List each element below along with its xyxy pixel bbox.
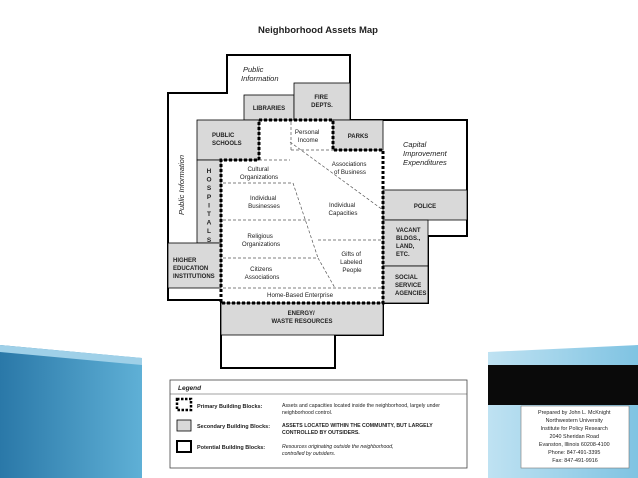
police-block	[382, 189, 468, 221]
cultural-organizations-label: Cultural Organizations	[240, 166, 278, 181]
libraries-block	[243, 94, 295, 121]
hospitals-letter: O	[206, 177, 211, 184]
individual-businesses-label: Individual Businesses	[248, 195, 280, 210]
energy-label: ENERGY/ WASTE RESOURCES	[271, 311, 332, 325]
public-information-top-label: Public Information	[241, 65, 279, 83]
police-label: POLICE	[414, 204, 436, 210]
legend-secondary-label: Secondary Building Blocks:	[197, 424, 270, 430]
diagram-title: Neighborhood Assets Map	[258, 25, 378, 36]
vacant-label: VACANT BLDGS., LAND, ETC.	[396, 228, 422, 258]
hospitals-letter: S	[207, 237, 212, 244]
public-schools-block	[196, 119, 260, 161]
hospitals-letter: S	[207, 185, 212, 192]
home-based-enterprise-label: Home-Based Enterprise	[267, 292, 334, 299]
gifts-labeled-people-label: Gifts of Labeled People	[340, 251, 364, 274]
primary-boundary	[219, 118, 385, 305]
legend-potential-swatch	[176, 440, 192, 453]
religious-organizations-label: Religious Organizations	[242, 233, 280, 248]
hospitals-letter: T	[207, 211, 211, 218]
parks-block	[332, 119, 384, 151]
legend-secondary-desc: ASSETS LOCATED WITHIN THE COMMUNITY, BUT…	[282, 423, 434, 436]
capital-improvement-label: Capital Improvement Expenditures	[403, 140, 449, 167]
fire-depts-block	[293, 82, 351, 121]
legend-secondary-swatch	[176, 419, 192, 432]
higher-education-label: HIGHER EDUCATION INSTITUTIONS	[173, 258, 215, 280]
parks-label: PARKS	[348, 134, 369, 140]
public-information-side-label: Public Information	[177, 155, 186, 215]
legend: Legend Primary Building Blocks: Assets a…	[169, 379, 468, 469]
public-schools-label: PUBLIC SCHOOLS	[212, 133, 242, 147]
legend-title: Legend	[178, 385, 202, 392]
vacant-block	[382, 219, 429, 267]
libraries-label: LIBRARIES	[253, 106, 285, 112]
legend-potential-desc: Resources originating outside the neighb…	[282, 444, 395, 457]
personal-income-label: Personal Income	[295, 129, 321, 144]
associations-business-label: Associations of Business	[332, 161, 368, 176]
credit-text: Prepared by John L. McKnight Northwester…	[538, 410, 612, 464]
secondary-blocks	[167, 82, 468, 336]
hospitals-letter: H	[207, 168, 212, 175]
citizens-associations-label: Citizens Associations	[245, 266, 280, 281]
individual-capacities-label: Individual Capacities	[329, 202, 358, 217]
hospitals-letter: I	[208, 202, 210, 209]
primary-dividers	[223, 122, 384, 289]
legend-potential-label: Potential Building Blocks:	[197, 445, 265, 451]
higher-education-block	[167, 242, 222, 289]
hospitals-letter: A	[207, 220, 212, 227]
legend-primary-label: Primary Building Blocks:	[197, 404, 263, 410]
social-service-label: SOCIAL SERVICE AGENCIES	[395, 275, 426, 297]
legend-primary-swatch	[175, 397, 193, 412]
hospitals-letter: P	[207, 194, 212, 201]
fire-depts-label: FIRE DEPTS.	[311, 95, 333, 109]
credit-box: Prepared by John L. McKnight Northwester…	[520, 405, 630, 469]
hospitals-letter: L	[207, 228, 211, 235]
energy-block	[220, 302, 384, 336]
social-service-block	[382, 265, 429, 304]
left-decoration	[0, 345, 142, 478]
legend-primary-desc: Assets and capacities located inside the…	[282, 403, 442, 416]
